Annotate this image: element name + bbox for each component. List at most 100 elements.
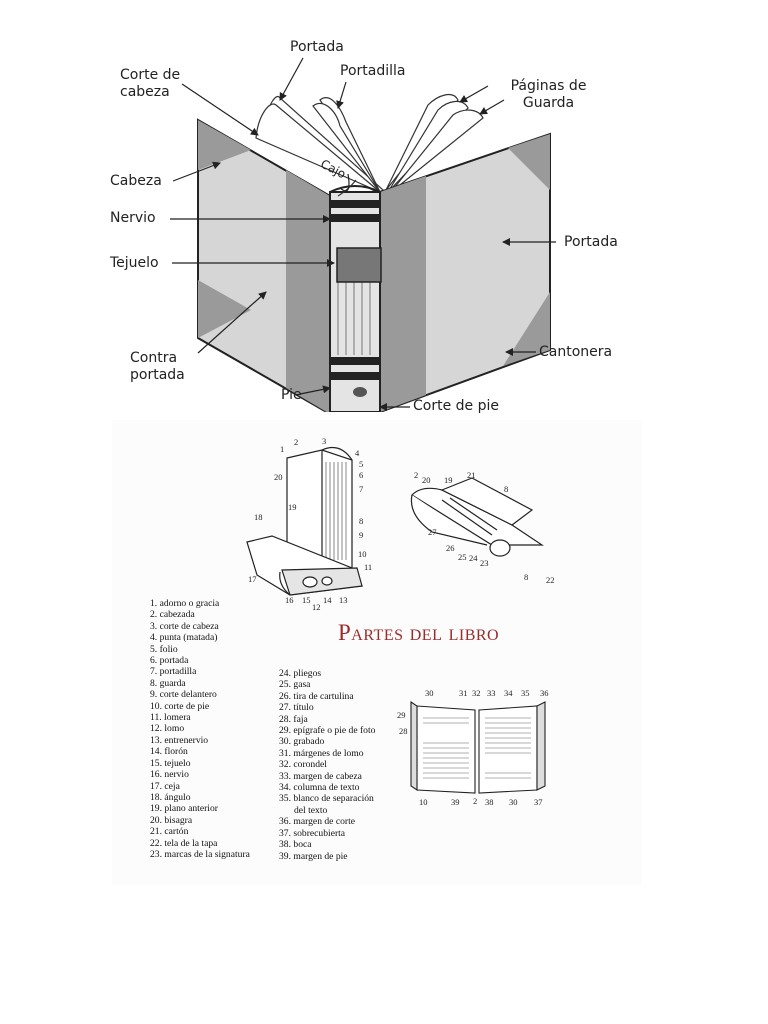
legend-item: 8. guarda xyxy=(150,677,186,689)
back-spine-band xyxy=(286,170,330,414)
svg-text:17: 17 xyxy=(248,574,257,584)
lying-book xyxy=(246,535,363,596)
spine-band-2 xyxy=(330,214,380,222)
svg-text:20: 20 xyxy=(274,472,283,482)
corner-bottom-left xyxy=(198,280,251,338)
spine-label-tejuelo xyxy=(336,247,382,283)
svg-text:29: 29 xyxy=(397,710,406,720)
spine-band-4 xyxy=(330,372,380,380)
callout-arrows xyxy=(170,57,556,411)
svg-text:24: 24 xyxy=(469,553,478,563)
legend-item: 3. corte de cabeza xyxy=(150,620,219,632)
corner-top-right xyxy=(508,134,550,190)
svg-text:31: 31 xyxy=(459,688,468,698)
svg-text:3: 3 xyxy=(322,436,326,446)
legend-item: 38. boca xyxy=(279,839,312,851)
legend-item: 27. título xyxy=(279,702,314,714)
svg-text:27: 27 xyxy=(428,527,437,537)
legend-item: 30. grabado xyxy=(279,736,325,748)
label-portada-top: Portada xyxy=(290,39,344,55)
svg-text:30: 30 xyxy=(509,797,518,807)
legend-item: 13. entrenervio xyxy=(150,734,209,746)
svg-text:10: 10 xyxy=(358,549,367,559)
svg-text:38: 38 xyxy=(485,797,494,807)
legend-item: 9. corte delantero xyxy=(150,689,217,701)
svg-text:10: 10 xyxy=(419,797,428,807)
legend-item: 1. adorno o gracia xyxy=(150,598,220,609)
label-cabeza: Cabeza xyxy=(110,173,162,189)
label-contra-portada: Contra portada xyxy=(130,350,185,383)
legend-item: 21. cartón xyxy=(150,826,189,838)
svg-text:6: 6 xyxy=(359,470,363,480)
legend-item: 14. florón xyxy=(150,746,188,758)
book-anatomy-diagram: Portada Portadilla Corte de cabeza Págin… xyxy=(108,20,643,416)
svg-text:30: 30 xyxy=(425,688,434,698)
legend-item: 31. márgenes de lomo xyxy=(279,747,364,759)
svg-text:2: 2 xyxy=(294,437,298,447)
spine-band-3 xyxy=(330,357,380,365)
legend-item: 10. corte de pie xyxy=(150,700,210,712)
legend-item: 24. pliegos xyxy=(279,668,322,679)
legend-item: 5. folio xyxy=(150,643,178,655)
label-nervio: Nervio xyxy=(110,210,156,226)
svg-text:8: 8 xyxy=(524,572,528,582)
svg-text:18: 18 xyxy=(254,512,263,522)
legend-item: 36. margen de corte xyxy=(279,816,356,828)
legend-item: 4. punta (matada) xyxy=(150,632,218,644)
label-portada-right: Portada xyxy=(564,234,618,250)
corner-bottom-right xyxy=(503,292,550,366)
svg-text:8: 8 xyxy=(504,484,508,494)
panel-title: Partes del libro xyxy=(338,620,500,645)
legend-item: 26. tira de cartulina xyxy=(279,690,354,702)
legend-item: 32. corondel xyxy=(279,759,327,771)
book-illustration xyxy=(170,57,556,416)
svg-text:1: 1 xyxy=(280,444,284,454)
label-cantonera: Cantonera xyxy=(539,344,613,360)
spine-band-1 xyxy=(330,200,380,208)
legend-item: 11. lomera xyxy=(150,712,191,724)
label-portadilla: Portadilla xyxy=(340,63,406,79)
svg-text:25: 25 xyxy=(458,552,467,562)
svg-text:5: 5 xyxy=(359,459,363,469)
svg-text:19: 19 xyxy=(288,502,297,512)
legend-item: 28. faja xyxy=(279,713,308,725)
legend-right: 24. pliegos 25. gasa 26. tira de cartuli… xyxy=(279,668,375,862)
svg-text:8: 8 xyxy=(359,516,363,526)
text-lines xyxy=(423,717,531,779)
legend-item: 6. portada xyxy=(150,655,189,667)
legend-item: 7. portadilla xyxy=(150,666,197,678)
svg-text:15: 15 xyxy=(302,595,311,605)
svg-text:35: 35 xyxy=(521,688,530,698)
svg-text:39: 39 xyxy=(451,797,460,807)
legend-item: 29. epígrafe o pie de foto xyxy=(279,725,376,737)
svg-text:33: 33 xyxy=(487,688,496,698)
svg-text:16: 16 xyxy=(285,595,294,605)
front-spine-band xyxy=(380,176,426,412)
cajo-arrow xyxy=(339,173,350,192)
svg-text:32: 32 xyxy=(472,688,481,698)
svg-text:26: 26 xyxy=(446,543,455,553)
corner-top-left xyxy=(198,120,251,170)
svg-text:19: 19 xyxy=(444,475,453,485)
legend-left: 1. adorno o gracia 2. cabezada 3. corte … xyxy=(150,598,250,860)
legend-item: 23. marcas de la signatura xyxy=(150,848,250,860)
svg-text:37: 37 xyxy=(534,797,543,807)
legend-item: 16. nervio xyxy=(150,769,189,781)
svg-text:34: 34 xyxy=(504,688,513,698)
legend-item: 20. bisagra xyxy=(150,814,193,826)
svg-text:23: 23 xyxy=(480,558,489,568)
legend-item: 34. columna de texto xyxy=(279,782,360,794)
svg-text:12: 12 xyxy=(312,602,321,610)
label-paginas-de-guarda: Páginas de Guarda xyxy=(510,78,587,111)
svg-text:13: 13 xyxy=(339,595,348,605)
label-corte-de-pie: Corte de pie xyxy=(413,398,499,414)
svg-text:14: 14 xyxy=(323,595,332,605)
label-tejuelo: Tejuelo xyxy=(110,255,159,271)
svg-text:22: 22 xyxy=(546,575,555,585)
svg-text:28: 28 xyxy=(399,726,408,736)
legend-item: 39. margen de pie xyxy=(279,850,348,862)
label-pie: Pie xyxy=(281,387,302,403)
